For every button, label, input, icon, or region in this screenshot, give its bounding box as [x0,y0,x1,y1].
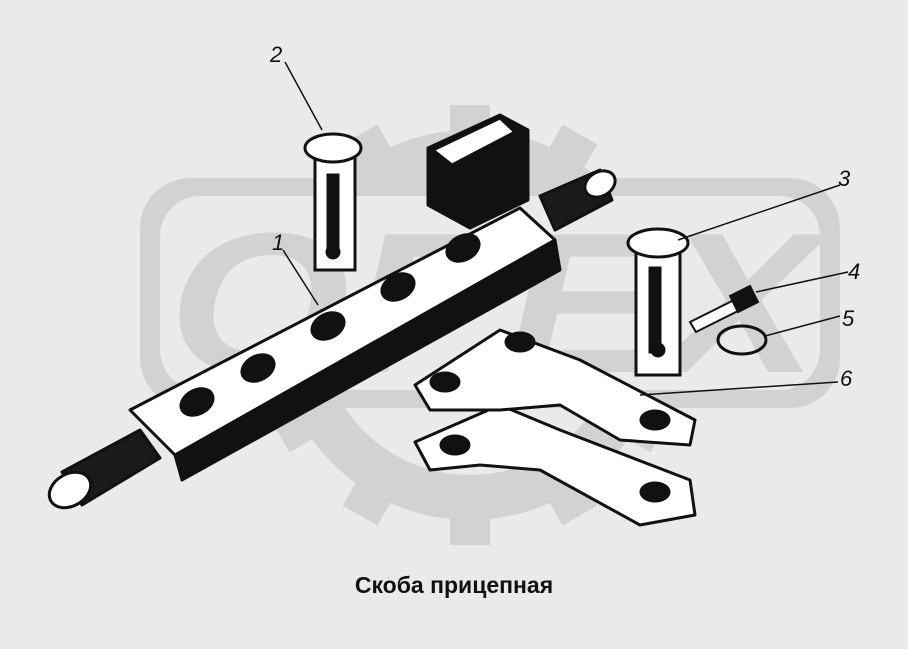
clevis-bar [47,113,617,510]
bolt [688,284,760,334]
callout-1: 1 [272,230,284,255]
leader-1 [282,249,319,306]
callout-6: 6 [840,366,853,391]
leader-6 [639,381,839,396]
pin-right [626,227,690,377]
callout-3: 3 [838,166,851,191]
leader-4 [755,271,849,293]
leader-lines [282,61,849,396]
leader-3 [677,184,841,241]
leader-5 [764,315,841,337]
leader-2 [284,61,323,131]
callout-4: 4 [848,259,860,284]
callout-5: 5 [842,306,855,331]
callout-2: 2 [269,42,282,67]
ring [716,324,768,356]
mounting-plates [413,328,697,527]
figure-caption: Скоба прицепная [354,572,554,598]
pin-upper [303,132,363,272]
